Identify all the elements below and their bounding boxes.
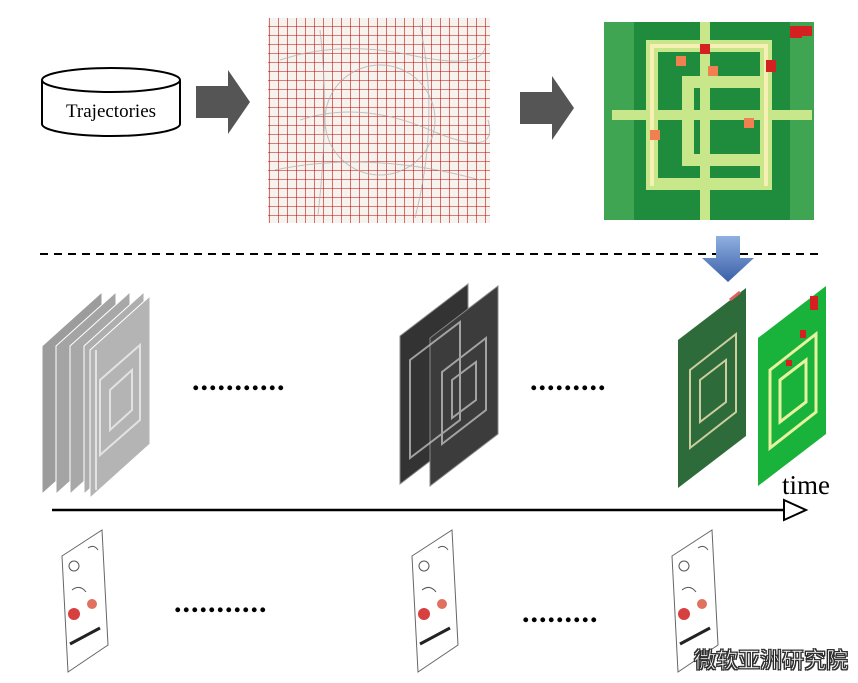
frame-stack-dark xyxy=(399,282,499,488)
time-axis: time xyxy=(52,470,830,522)
weather-card-icon xyxy=(671,529,719,673)
flow-heatmap xyxy=(604,22,814,220)
ellipsis-1: ........... xyxy=(192,364,286,397)
arrow-right-icon xyxy=(520,76,574,140)
ellipsis-2: ......... xyxy=(530,364,607,397)
ellipsis-3: ........... xyxy=(174,586,268,619)
arrow-down-icon xyxy=(702,236,754,282)
road-map-grid xyxy=(268,18,491,223)
arrow-right-icon xyxy=(196,70,250,134)
watermark-text: 微软亚洲研究院 xyxy=(693,649,849,675)
frame-current-dark-green xyxy=(678,288,746,488)
frame-current-bright-green xyxy=(758,286,826,486)
trajectories-database-icon: Trajectories xyxy=(41,67,181,137)
weather-card-icon xyxy=(61,529,109,673)
time-label: time xyxy=(782,470,830,500)
weather-card-icon xyxy=(411,529,459,673)
ellipsis-4: ......... xyxy=(522,596,599,629)
trajectories-label: Trajectories xyxy=(66,101,156,122)
frame-stack-light xyxy=(41,290,151,500)
